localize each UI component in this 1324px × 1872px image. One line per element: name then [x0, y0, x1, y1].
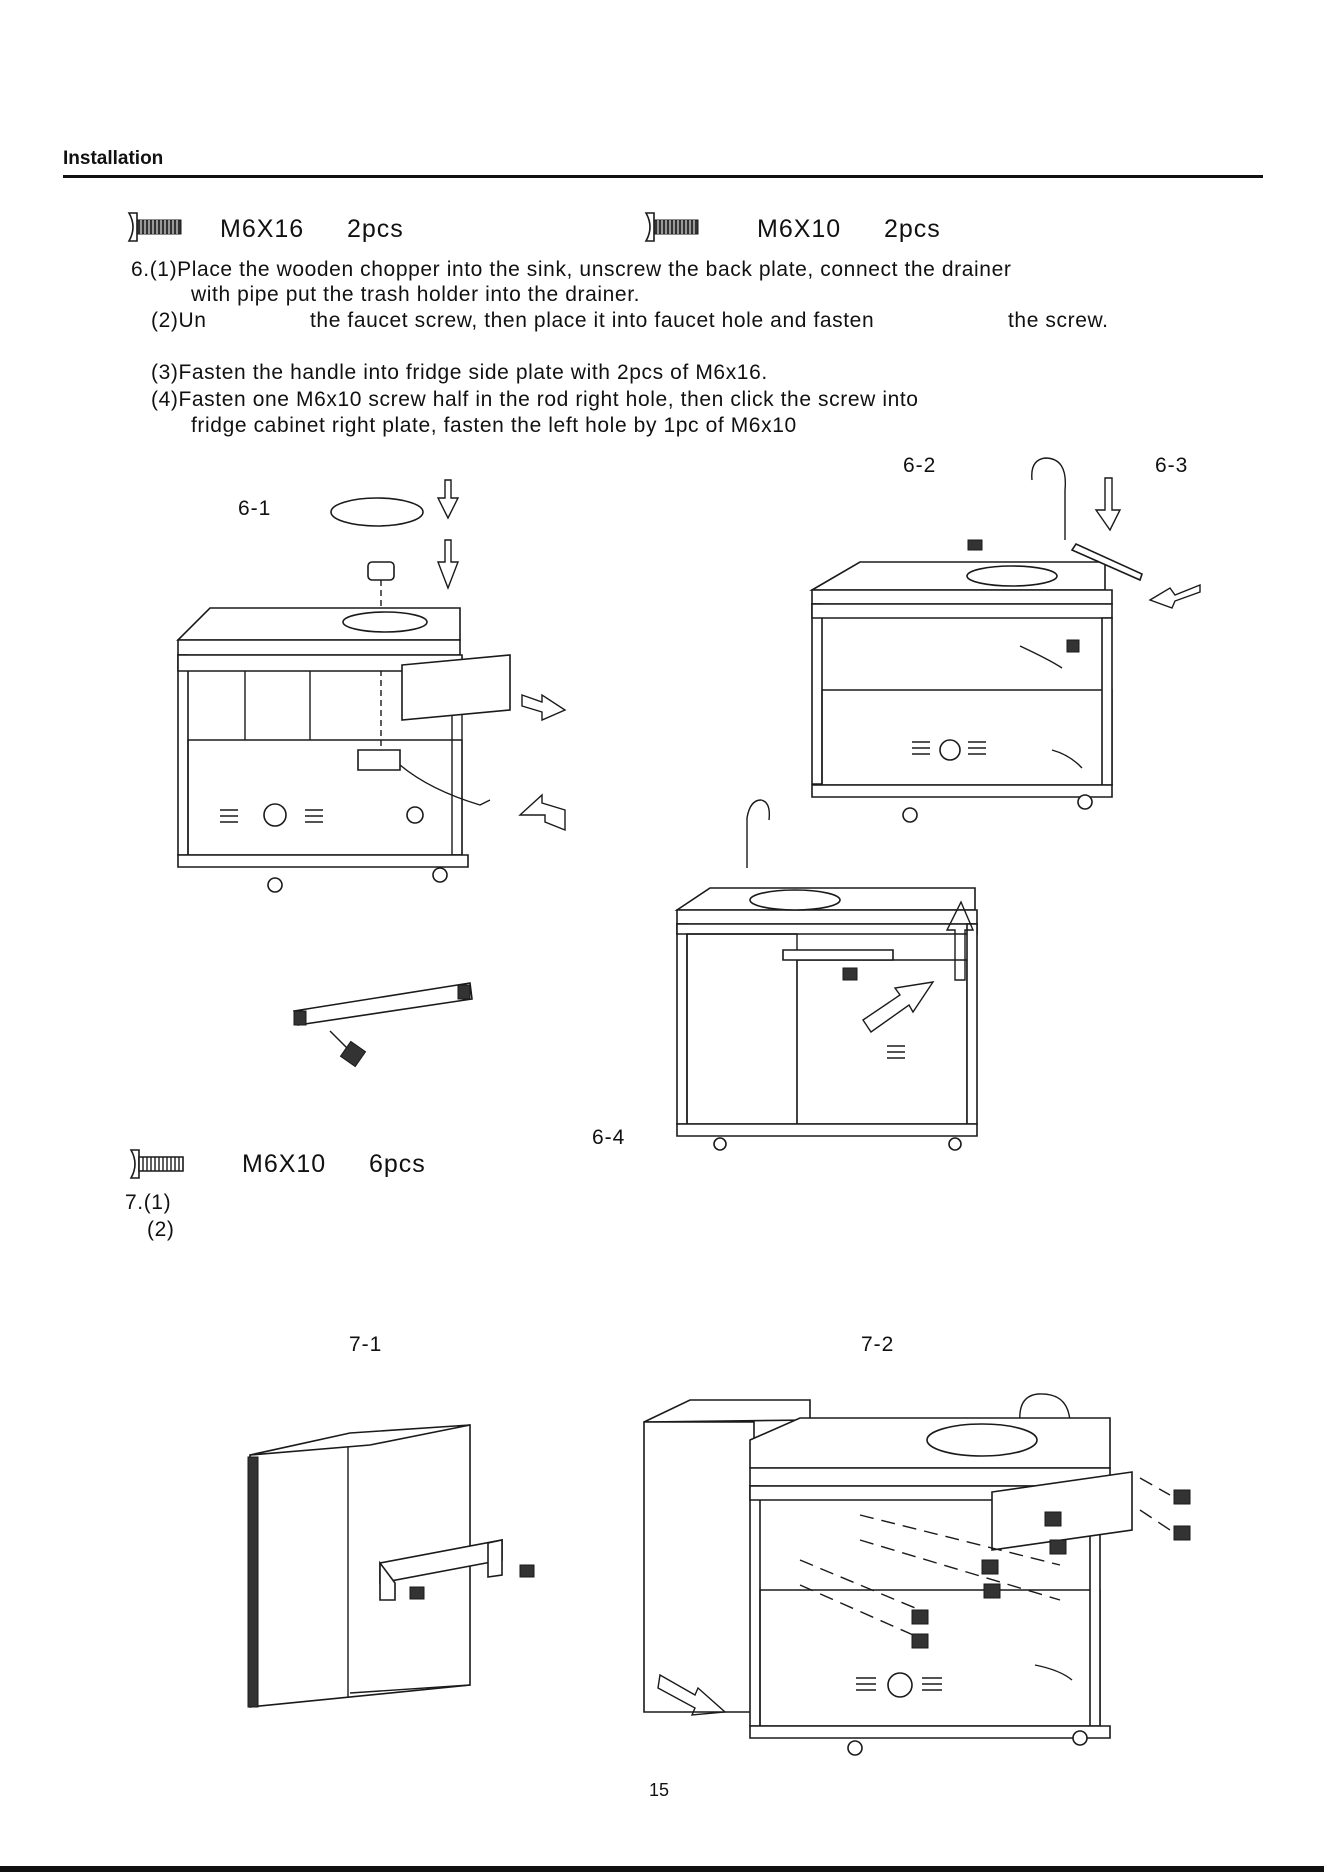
- hw2-qty: 2pcs: [884, 215, 941, 243]
- figure-label-7-2: 7-2: [861, 1333, 895, 1356]
- illustration-6-4: [665, 800, 995, 1150]
- figure-label-6-1: 6-1: [238, 497, 272, 520]
- step6-line2: with pipe put the trash holder into the …: [191, 283, 641, 306]
- hw3-size: M6X10: [242, 1150, 327, 1178]
- figure-label-6-2: 6-2: [903, 454, 937, 477]
- step7-item2: (2): [147, 1218, 175, 1241]
- hw1-qty: 2pcs: [347, 215, 404, 243]
- step6-line1: 6.(1)Place the wooden chopper into the s…: [131, 258, 1012, 281]
- step6-line3a: (2)Un: [151, 309, 207, 332]
- screw-icon: [127, 211, 183, 243]
- screw-icon: [644, 211, 700, 243]
- bottom-edge: [0, 1866, 1324, 1872]
- illustration-6-1: [170, 470, 590, 910]
- step6-line3c: the screw.: [1008, 309, 1109, 332]
- step7-item1: 7.(1): [125, 1191, 172, 1214]
- section-title: Installation: [63, 148, 164, 169]
- figure-label-7-1: 7-1: [349, 1333, 383, 1356]
- page-number: 15: [649, 1780, 670, 1800]
- illustration-7-2: [640, 1360, 1210, 1760]
- hw1-size: M6X16: [220, 215, 305, 243]
- hw3-qty: 6pcs: [369, 1150, 426, 1178]
- illustration-6-2-6-3: [800, 450, 1200, 830]
- step6-line3b: the faucet screw, then place it into fau…: [310, 309, 875, 332]
- figure-label-6-4: 6-4: [592, 1126, 626, 1149]
- step6-line4: (3)Fasten the handle into fridge side pl…: [151, 361, 768, 384]
- header-rule: [63, 175, 1263, 178]
- step6-line5: (4)Fasten one M6x10 screw half in the ro…: [151, 388, 919, 411]
- step6-line6: fridge cabinet right plate, fasten the l…: [191, 414, 797, 437]
- illustration-7-1: [240, 1415, 550, 1715]
- screw-icon: [129, 1148, 185, 1180]
- figure-label-6-3: 6-3: [1155, 454, 1189, 477]
- hw2-size: M6X10: [757, 215, 842, 243]
- handle-illustration: [290, 975, 480, 1085]
